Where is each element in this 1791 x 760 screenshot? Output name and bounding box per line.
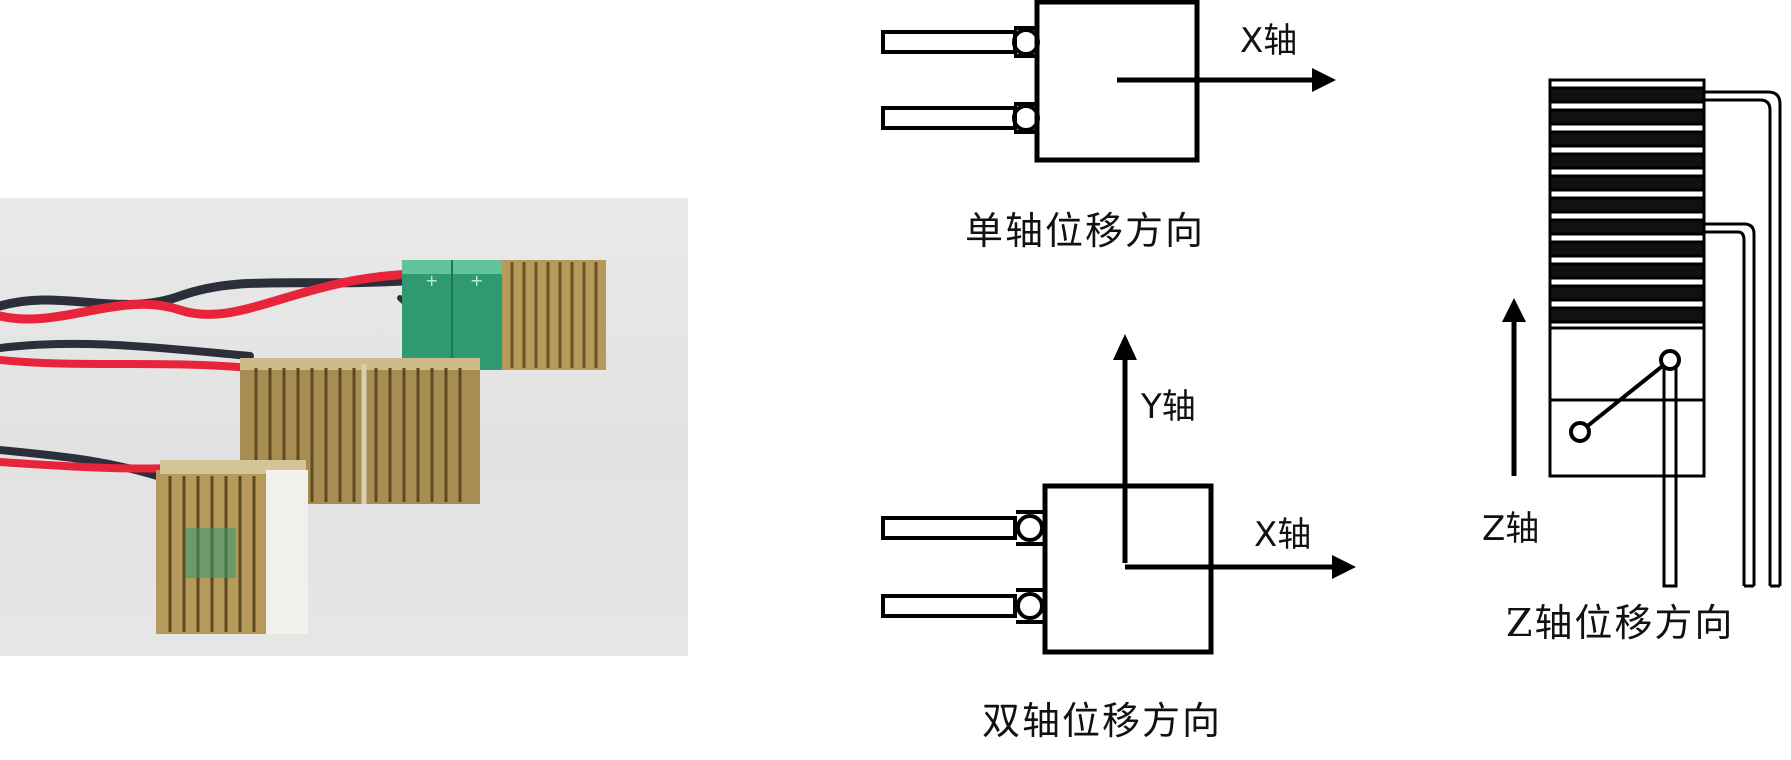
dual-axis-y-label: Y轴 [1141, 387, 1196, 427]
single-axis-lead-upper [881, 26, 1040, 58]
z-axis-leads [1662, 90, 1782, 588]
single-axis-lead-lower [881, 102, 1040, 134]
dual-axis-lead-lower [881, 588, 1045, 624]
z-axis-diagram [1502, 78, 1782, 588]
single-axis-x-arrowhead [1312, 68, 1336, 92]
dual-axis-lead-upper [881, 510, 1045, 546]
z-axis-base [1548, 326, 1706, 478]
actuator-back: + + [402, 260, 606, 370]
dual-axis-diagram [881, 334, 1356, 655]
z-axis-arrowhead [1502, 298, 1526, 322]
dual-axis-x-label: X轴 [1254, 515, 1312, 555]
svg-text:+: + [425, 271, 438, 290]
z-axis-stack [1548, 78, 1706, 330]
z-axis-caption: Z轴位移方向 [1506, 601, 1735, 645]
single-axis-x-label: X轴 [1240, 21, 1298, 61]
single-axis-caption: 单轴位移方向 [965, 209, 1206, 253]
dual-axis-caption: 双轴位移方向 [982, 699, 1223, 743]
z-axis-label: Z轴 [1482, 509, 1540, 549]
photo-illustration: + + [0, 260, 606, 634]
actuator-front [156, 460, 308, 634]
piezo-actuator-photo: + + [0, 198, 688, 656]
svg-text:+: + [470, 271, 483, 290]
dual-axis-x-arrowhead [1332, 555, 1356, 579]
single-axis-diagram [881, 0, 1336, 163]
wire-bundle [0, 269, 473, 484]
dual-axis-y-arrowhead [1113, 334, 1137, 360]
